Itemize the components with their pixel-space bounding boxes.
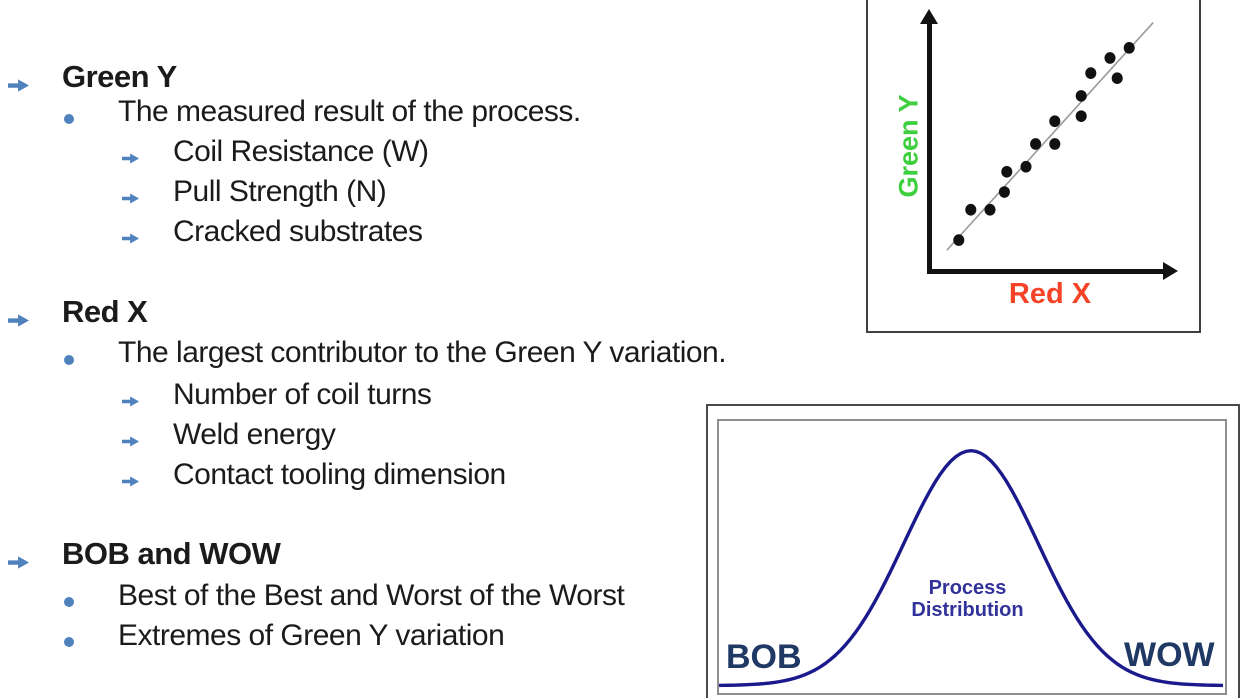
x-axis-arrowhead-icon xyxy=(1163,262,1178,280)
bell-figure-inner-frame xyxy=(717,419,1227,695)
section-heading-red-x: Red X xyxy=(62,294,148,329)
bullet-text: Extremes of Green Y variation xyxy=(118,619,505,652)
dot-bullet-icon xyxy=(64,114,74,124)
arrow-bullet-icon xyxy=(8,77,29,94)
dot-bullet-icon xyxy=(64,355,74,365)
y-axis-arrowhead-icon xyxy=(920,9,938,24)
section-heading-bob-wow: BOB and WOW xyxy=(62,536,281,571)
arrow-bullet-icon xyxy=(122,475,139,488)
process-distribution-label-line1: Process xyxy=(928,577,1007,599)
process-distribution-curve xyxy=(719,421,1223,691)
x-axis xyxy=(927,269,1167,274)
bob-label: BOB xyxy=(726,638,802,676)
process-distribution-label-line2: Distribution xyxy=(911,599,1024,621)
section-heading-green-y: Green Y xyxy=(62,59,177,94)
bullet-text: Best of the Best and Worst of the Worst xyxy=(118,579,625,612)
arrow-bullet-icon xyxy=(8,312,29,329)
arrow-bullet-icon xyxy=(122,395,139,408)
x-axis-label: Red X xyxy=(1008,278,1092,310)
process-distribution-label: Process Distribution xyxy=(895,577,1040,621)
arrow-bullet-icon xyxy=(8,554,29,571)
dot-bullet-icon xyxy=(64,597,74,607)
arrow-bullet-icon xyxy=(122,152,139,165)
arrow-bullet-icon xyxy=(122,435,139,448)
bullet-text: The largest contributor to the Green Y v… xyxy=(118,336,727,369)
sub-bullet-text: Number of coil turns xyxy=(173,378,432,411)
sub-bullet-text: Pull Strength (N) xyxy=(173,175,387,208)
wow-label: WOW xyxy=(1124,636,1215,674)
sub-bullet-text: Cracked substrates xyxy=(173,215,423,248)
sub-bullet-text: Coil Resistance (W) xyxy=(173,135,429,168)
dot-bullet-icon xyxy=(64,637,74,647)
bullet-text: The measured result of the process. xyxy=(118,95,581,128)
sub-bullet-text: Contact tooling dimension xyxy=(173,458,506,491)
scatter-plot xyxy=(930,20,1170,273)
scatter-figure-frame xyxy=(866,0,1201,333)
y-axis-label: Green Y xyxy=(893,94,924,198)
arrow-bullet-icon xyxy=(122,192,139,205)
sub-bullet-text: Weld energy xyxy=(173,418,336,451)
arrow-bullet-icon xyxy=(122,232,139,245)
y-axis xyxy=(927,22,932,274)
